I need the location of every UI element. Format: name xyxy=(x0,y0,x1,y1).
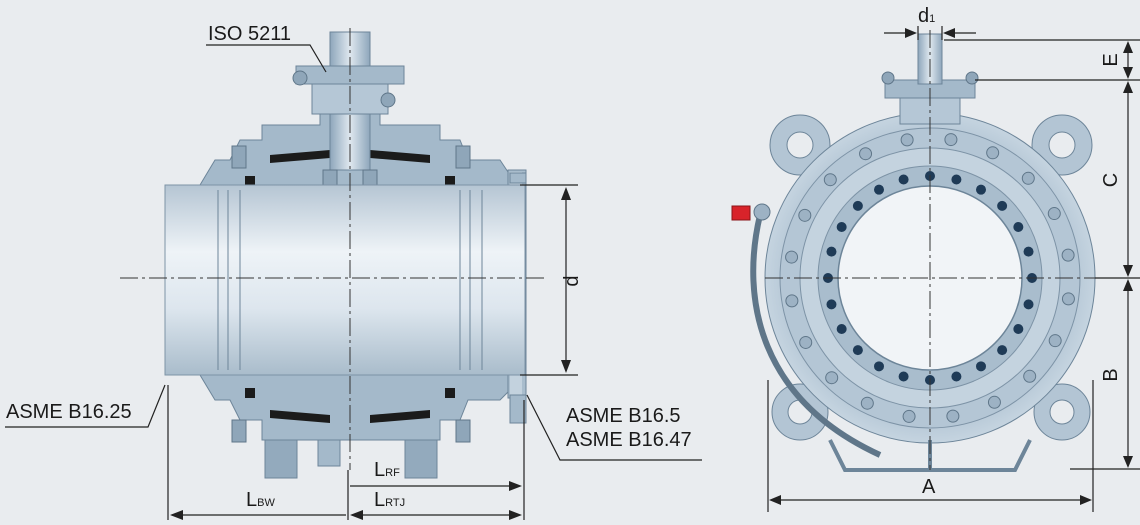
flange-bolt-hole xyxy=(826,299,837,310)
body-bolt-head xyxy=(1048,334,1062,348)
body-bolt-head xyxy=(902,409,916,423)
dim-lbw-label: LBW xyxy=(246,489,275,511)
body-bolt-head xyxy=(860,396,874,410)
body-bolt-head xyxy=(900,133,914,147)
body-bolt-head xyxy=(1061,248,1075,262)
body-bolt-head xyxy=(799,335,813,349)
flange-bolt-hole xyxy=(951,371,962,382)
end-view-dimensions: d1 E C B A xyxy=(767,5,1140,512)
body-bolt-head xyxy=(785,250,799,264)
dim-lrtj-label: LRTJ xyxy=(374,489,405,511)
flange-bolt-hole xyxy=(898,174,909,185)
flange-bolt-hole xyxy=(874,361,884,372)
dim-lrf-label: LRF xyxy=(374,459,400,481)
asme-b165-label: ASME B16.5 xyxy=(566,405,681,427)
body-bolt-head xyxy=(946,409,960,423)
end-view xyxy=(731,30,1100,472)
body-bolt-head xyxy=(944,133,958,147)
body-bolt-head xyxy=(1047,207,1061,221)
body-bolt-head xyxy=(798,208,812,222)
flange-bolt-hole xyxy=(1013,222,1024,232)
flange-bolt-hole xyxy=(997,345,1008,356)
section-view xyxy=(120,28,545,479)
flange-bolt-hole xyxy=(852,200,863,211)
body-bolt-head xyxy=(986,146,1000,160)
dim-d1-label: d1 xyxy=(918,5,935,27)
flange-bolt-hole xyxy=(1023,299,1034,310)
dim-d-label: d xyxy=(561,275,583,286)
injection-fitting-red xyxy=(731,205,751,221)
flange-bolt-hole xyxy=(836,222,847,232)
flange-bolt-hole xyxy=(826,246,837,257)
body-bolt-head xyxy=(859,147,873,161)
asme-b1647-label: ASME B16.47 xyxy=(566,429,692,451)
body-bolt-head xyxy=(987,395,1001,409)
flange-bolt-hole xyxy=(1013,324,1024,334)
flange-bolt-hole xyxy=(874,184,884,195)
body-bolt-head xyxy=(823,173,837,187)
body-bolt-head xyxy=(825,371,839,385)
flange-bolt-hole xyxy=(951,174,962,185)
flange-bolt-hole xyxy=(836,324,847,334)
dim-e-label: E xyxy=(1100,53,1122,66)
iso-5211-label: ISO 5211 xyxy=(208,23,291,45)
dim-b-label: B xyxy=(1100,368,1122,381)
flange-bolt-hole xyxy=(976,361,986,372)
flange-bolt-hole xyxy=(976,184,986,195)
body-bolt-head xyxy=(785,294,799,308)
dim-c-label: C xyxy=(1100,173,1122,187)
dim-a-label: A xyxy=(922,476,936,498)
flange-bolt-hole xyxy=(1023,246,1034,257)
section-dimensions: d LRF LRTJ LBW ISO 5211 ASME B16.25 ASME… xyxy=(5,23,702,520)
body-bolt-head xyxy=(1061,292,1075,306)
flange-bolt-hole xyxy=(852,345,863,356)
asme-b1625-label: ASME B16.25 xyxy=(6,401,132,423)
body-bolt-head xyxy=(1021,171,1035,185)
body-bolt-head xyxy=(1023,369,1037,383)
flange-bolt-hole xyxy=(997,200,1008,211)
flange-bolt-hole xyxy=(898,371,909,382)
